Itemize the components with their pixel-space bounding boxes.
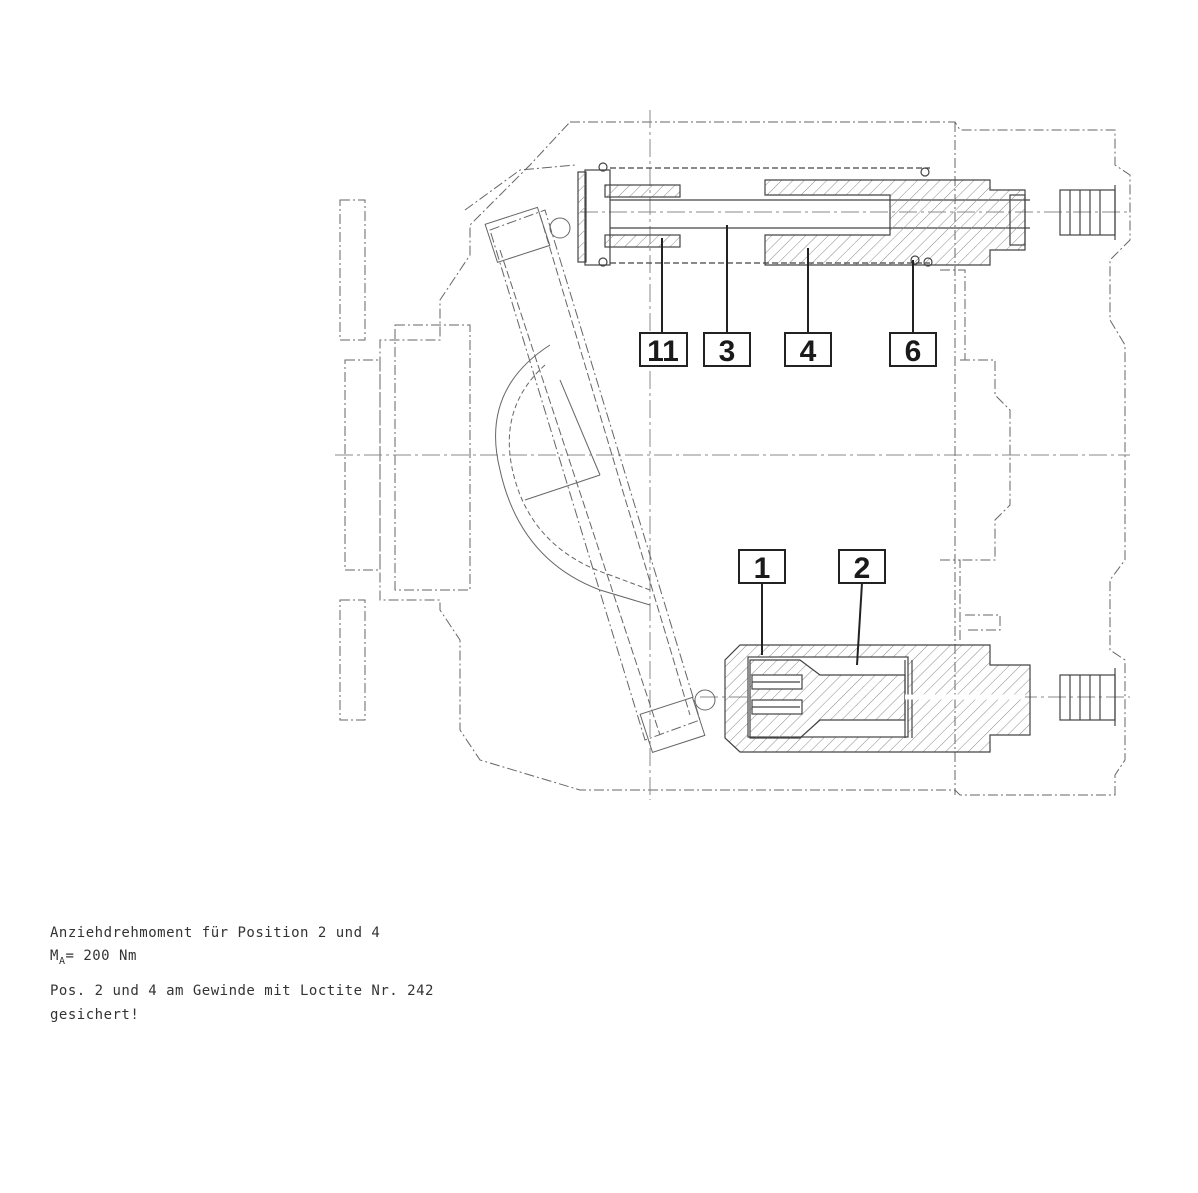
upper-piston-assembly	[577, 162, 1116, 267]
callout-4-label: 4	[800, 335, 817, 368]
callout-2: 2	[838, 549, 886, 585]
torque-subscript: A	[58, 955, 66, 967]
torque-symbol: M	[50, 948, 59, 964]
callout-3-label: 3	[719, 335, 736, 368]
callout-6: 6	[889, 332, 937, 368]
callout-2-label: 2	[854, 552, 871, 585]
callout-11-label: 11	[647, 335, 679, 368]
lower-piston-assembly	[724, 644, 1116, 753]
torque-note-line: Anziehdrehmoment für Position 2 und 4	[50, 925, 381, 941]
callout-1: 1	[738, 549, 786, 585]
swash-plate	[484, 206, 716, 753]
callout-4: 4	[784, 332, 832, 368]
secured-note-line: gesichert!	[50, 1007, 140, 1023]
loctite-note-line: Pos. 2 und 4 am Gewinde mit Loctite Nr. …	[50, 983, 434, 999]
callout-6-label: 6	[905, 335, 922, 368]
leader-lines	[661, 225, 914, 666]
callout-11: 11	[639, 332, 688, 368]
callout-3: 3	[703, 332, 751, 368]
torque-value-line: MA= 200 Nm	[50, 948, 137, 967]
callout-1-label: 1	[754, 552, 771, 585]
torque-value: = 200 Nm	[65, 948, 137, 964]
